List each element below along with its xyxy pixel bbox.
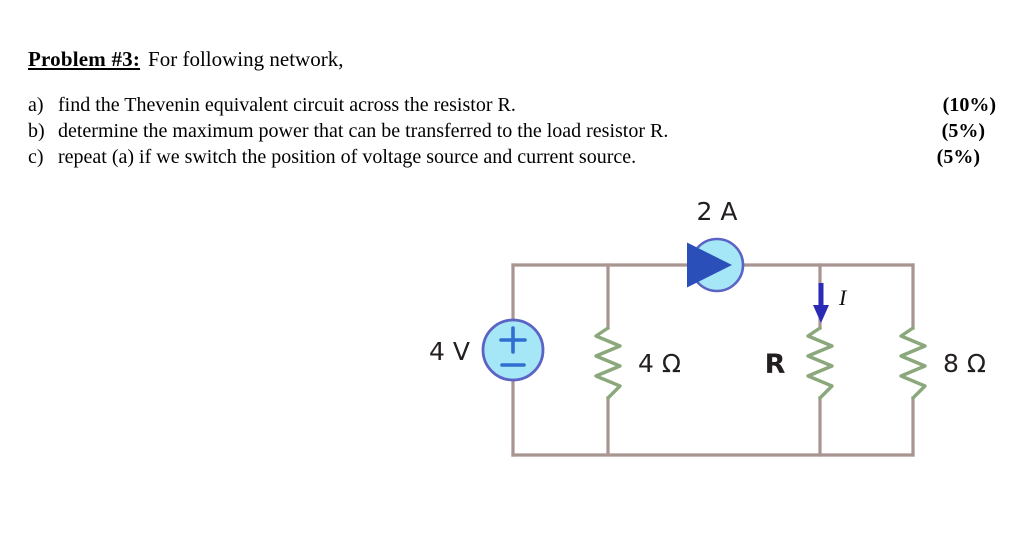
voltage-source-label: 4 V — [429, 337, 470, 366]
plus-icon — [499, 326, 527, 354]
task-text: determine the maximum power that can be … — [58, 120, 669, 142]
current-source-label: 2 A — [697, 197, 738, 226]
task-marker: a) — [28, 94, 44, 116]
problem-label: Problem #3: — [28, 47, 141, 71]
resistor-R: R — [765, 326, 834, 400]
task-list: a) find the Thevenin equivalent circuit a… — [28, 92, 996, 170]
resistor-8ohm-label: 8 Ω — [943, 349, 986, 378]
task-weight: (5%) — [936, 146, 980, 168]
voltage-source: 4 V — [429, 318, 545, 382]
current-arrow-I: I — [813, 283, 848, 323]
task-weight: (5%) — [941, 120, 985, 142]
list-item: c) repeat (a) if we switch the position o… — [28, 144, 996, 170]
task-text: repeat (a) if we switch the position of … — [58, 146, 637, 168]
circuit-diagram: 4 Ω R 8 Ω I 2 A — [400, 195, 1010, 495]
list-item: a) find the Thevenin equivalent circuit a… — [28, 92, 996, 118]
resistor-4ohm: 4 Ω — [594, 326, 681, 400]
circuit-schematic-svg: 4 Ω R 8 Ω I 2 A — [429, 197, 986, 457]
task-marker: c) — [28, 146, 44, 168]
current-source: 2 A — [687, 197, 745, 293]
wiring — [511, 263, 915, 457]
resistor-4ohm-label: 4 Ω — [638, 349, 681, 378]
resistor-R-label: R — [765, 349, 786, 380]
resistor-8ohm: 8 Ω — [899, 326, 986, 400]
list-item: b) determine the maximum power that can b… — [28, 118, 996, 144]
page-title: Problem #3: For following network, — [28, 46, 343, 72]
task-text: find the Thevenin equivalent circuit acr… — [58, 94, 516, 116]
task-marker: b) — [28, 120, 45, 142]
problem-statement: For following network, — [148, 47, 344, 71]
task-weight: (10%) — [942, 94, 996, 116]
current-arrow-label: I — [838, 285, 848, 310]
